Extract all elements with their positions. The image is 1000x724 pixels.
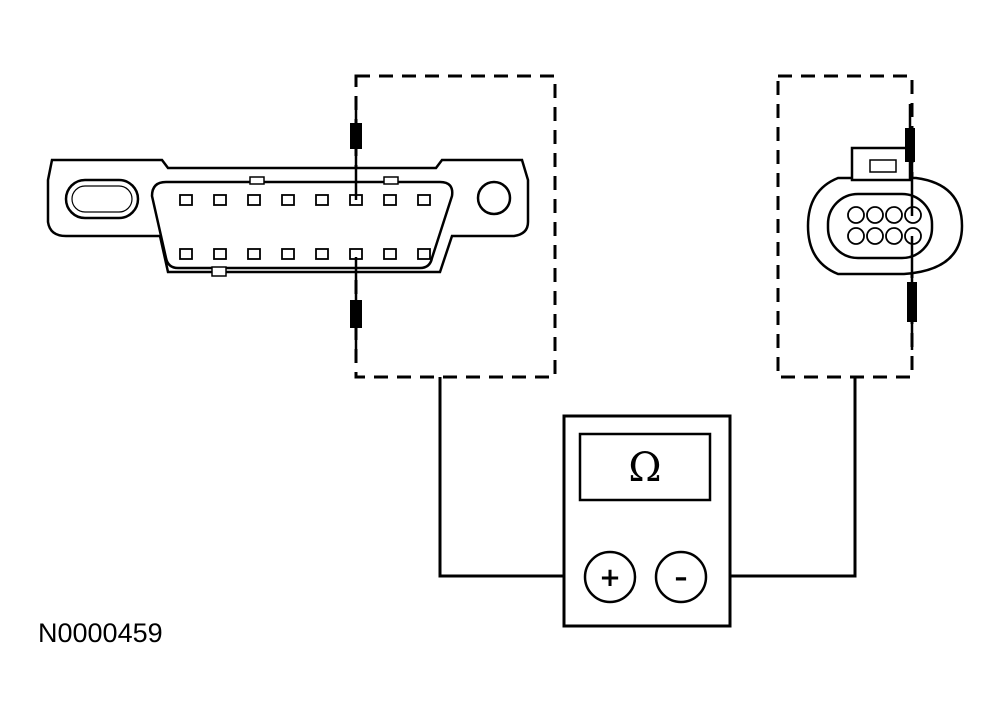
component-pin: [885, 227, 903, 245]
dlc-pin: [315, 248, 329, 260]
negative-terminal-symbol: –: [675, 563, 688, 593]
dlc-pin: [315, 194, 329, 206]
dlc-bottom-probe: [350, 257, 362, 350]
negative-terminal: [654, 550, 708, 604]
component-pin: [866, 227, 884, 245]
dlc-top-key-left: [249, 176, 265, 185]
negative-test-lead: [706, 377, 857, 578]
component-connector-face: [826, 192, 934, 260]
dlc-trapezoid-face: [150, 180, 454, 270]
component-bottom-probe: [907, 236, 917, 350]
component-pin: [885, 206, 903, 224]
dlc-bottom-key: [211, 266, 227, 277]
dlc-pin: [247, 194, 261, 206]
component-pin: [847, 227, 865, 245]
component-connector-latch-window: [869, 159, 897, 173]
component-pin: [847, 206, 865, 224]
dlc-right-hole: [476, 180, 512, 216]
positive-terminal: [583, 550, 637, 604]
dlc-pin: [179, 248, 193, 260]
dlc-pin: [213, 194, 227, 206]
dlc-left-slot-inner: [71, 185, 133, 213]
dlc-left-slot: [64, 178, 140, 220]
dlc-pin: [383, 248, 397, 260]
ohmmeter-display: [578, 432, 712, 502]
component-connector: [806, 146, 964, 276]
component-pin-grid: [847, 206, 922, 245]
dlc-pin: [417, 194, 431, 206]
dlc-pin-grid: [179, 194, 431, 260]
positive-test-lead: [438, 377, 588, 578]
dlc-top-probe: [350, 104, 362, 200]
dlc-pin: [179, 194, 193, 206]
dlc-connector: [46, 158, 530, 277]
dlc-pin: [213, 248, 227, 260]
dlc-pin: [417, 248, 431, 260]
dlc-pin: [281, 194, 295, 206]
component-top-probe: [905, 104, 915, 216]
component-pin: [866, 206, 884, 224]
dlc-top-key-right: [383, 176, 399, 185]
dlc-pin: [383, 194, 397, 206]
figure-id-label: N0000459: [38, 618, 163, 648]
dlc-pin: [281, 248, 295, 260]
ohmmeter: Ω + –: [562, 414, 732, 628]
ohm-symbol: Ω: [628, 445, 661, 491]
positive-terminal-symbol: +: [599, 563, 621, 593]
dlc-probe-area-box: [354, 74, 557, 379]
dlc-pin: [247, 248, 261, 260]
